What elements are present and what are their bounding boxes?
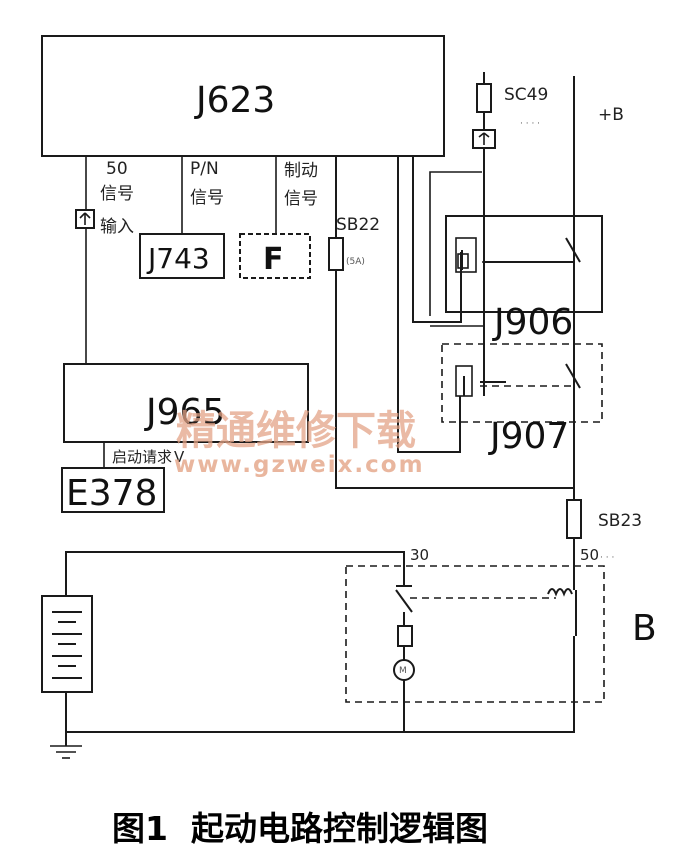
sb22-label: SB22 <box>336 215 380 235</box>
signal-brake-bottom: 信号 <box>284 189 318 209</box>
battery-cells <box>52 611 82 679</box>
j743-label: J743 <box>146 242 210 275</box>
signal-50-top: 50 <box>106 159 128 179</box>
sc49-rating: · · · · <box>520 119 540 129</box>
fuse-sc49 <box>476 83 492 113</box>
j906-label: J906 <box>492 302 573 343</box>
signal-50-bottom: 输入 <box>100 217 134 237</box>
f-label: F <box>263 242 284 277</box>
signal-pn-bottom: 信号 <box>190 188 224 208</box>
j965-module <box>63 363 309 443</box>
svg-text:M: M <box>399 666 407 676</box>
terminal-30-label: 30 <box>410 546 429 564</box>
starter-b <box>345 565 605 703</box>
watermark-title: 精通维修下载 <box>176 407 416 454</box>
signal-labels: 50 信号 输入 P/N 信号 制动 信号 <box>75 159 318 237</box>
j906-relay <box>445 215 603 313</box>
terminal-50-note: · · · <box>600 553 614 563</box>
e378-module <box>61 467 165 513</box>
signal-brake-top: 制动 <box>284 161 318 181</box>
j906-coil <box>455 237 477 273</box>
fuse-sb22 <box>328 237 344 271</box>
j743-module <box>139 233 225 279</box>
j623-label: J623 <box>194 80 275 121</box>
j907-relay <box>441 343 603 423</box>
sb22-rating: (5A) <box>346 257 365 267</box>
watermark-url: www.gzweix.com <box>174 452 425 478</box>
plus-b-label: +B <box>598 105 624 125</box>
b-label: B <box>632 608 657 649</box>
sc49-label: SC49 <box>504 85 548 105</box>
terminal-50-label: 50 <box>580 546 599 564</box>
figure-caption: 图1 起动电路控制逻辑图 <box>112 809 488 848</box>
start-request-unit: V <box>174 448 185 466</box>
j965-label: J965 <box>144 392 225 433</box>
fuse-sb23 <box>566 499 582 539</box>
signal-pn-top: P/N <box>190 159 219 179</box>
starter-coil <box>397 625 413 647</box>
signal-50-mid: 信号 <box>100 184 134 204</box>
start-request-label: 启动请求 <box>112 448 172 466</box>
solenoid-icon <box>547 588 573 597</box>
sb23-label: SB23 <box>598 511 642 531</box>
e378-label: E378 <box>66 473 157 514</box>
j907-label: J907 <box>488 416 569 457</box>
f-module <box>239 233 311 279</box>
j623-module <box>41 35 445 157</box>
